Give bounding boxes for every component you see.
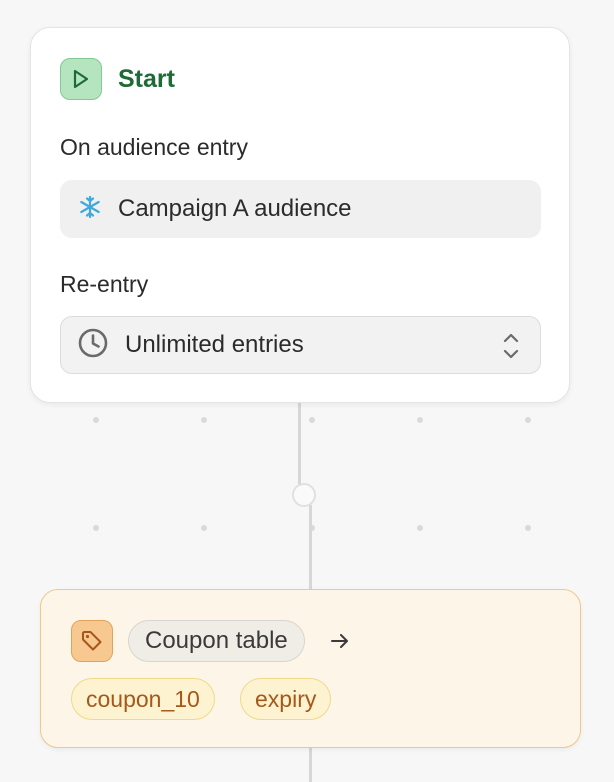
start-node-card[interactable]: Start On audience entry Campaign A audie… — [30, 27, 570, 403]
play-icon — [60, 58, 102, 100]
audience-selector[interactable]: Campaign A audience — [60, 180, 541, 238]
connector-line — [309, 742, 312, 782]
reentry-value: Unlimited entries — [125, 331, 304, 358]
coupon-table-label: Coupon table — [145, 627, 288, 654]
add-step-node[interactable] — [292, 483, 316, 507]
audience-name: Campaign A audience — [118, 195, 352, 222]
variable-chip[interactable]: expiry — [240, 678, 332, 720]
start-node-title: Start — [118, 64, 175, 93]
coupon-table-chip[interactable]: Coupon table — [128, 620, 305, 662]
tag-icon — [71, 620, 113, 662]
chevron-up-down-icon — [502, 331, 520, 366]
reentry-label: Re-entry — [60, 271, 149, 297]
arrow-right-icon — [328, 629, 352, 658]
reentry-select[interactable]: Unlimited entries — [60, 316, 541, 374]
connector-line — [298, 400, 301, 490]
connector-line — [309, 505, 312, 597]
variable-chip[interactable]: coupon_10 — [71, 678, 215, 720]
variable-label: expiry — [255, 685, 317, 712]
start-node-header: Start — [60, 58, 175, 100]
clock-icon — [77, 327, 109, 364]
trigger-label: On audience entry — [60, 134, 248, 160]
snowflake-icon — [78, 195, 102, 224]
variable-label: coupon_10 — [86, 685, 200, 712]
coupon-node-card[interactable]: Coupon table coupon_10 expiry — [40, 589, 581, 748]
